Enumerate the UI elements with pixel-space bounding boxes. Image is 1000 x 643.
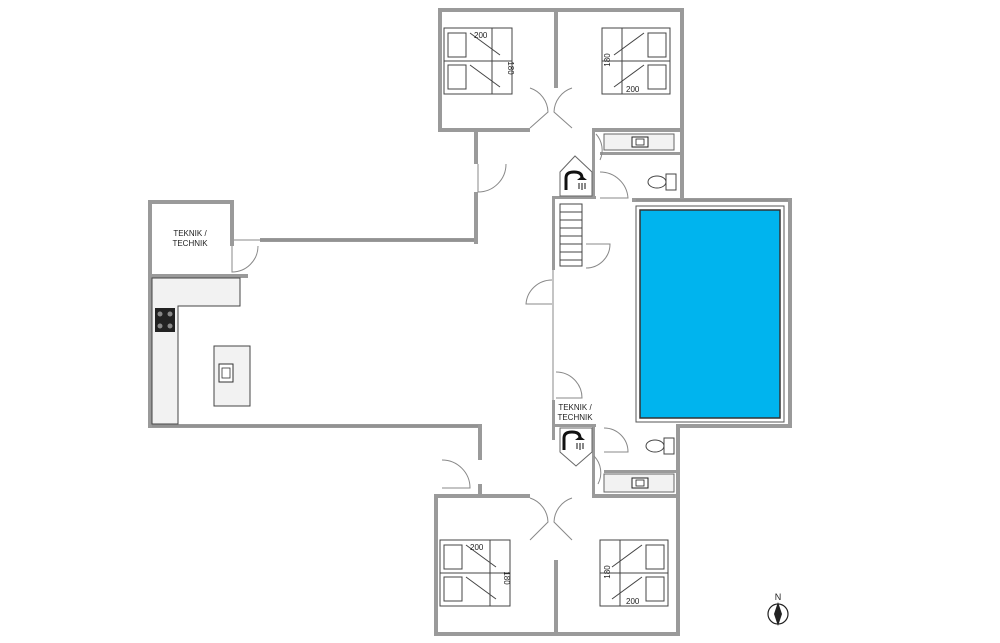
sink-icon: [603, 473, 675, 493]
windows: [152, 199, 788, 427]
bed-length-label: 200: [626, 597, 640, 606]
bathroom-top: [559, 133, 677, 197]
bed-width-label: 180: [506, 61, 515, 75]
kitchen: [151, 277, 251, 425]
stove-icon: [155, 308, 175, 332]
bed-length-label: 200: [470, 543, 484, 552]
bed-icon: 200 180: [443, 27, 515, 95]
bathroom-bottom: [559, 427, 675, 493]
bed-length-label: 200: [474, 31, 488, 40]
bed-icon: 200 180: [599, 539, 669, 607]
shower-icon: [564, 170, 587, 190]
bed-width-label: 180: [603, 53, 612, 67]
sink-icon: [218, 363, 234, 383]
toilet-icon: [645, 437, 675, 455]
pool-water: [639, 209, 781, 419]
technik-label-line1: TEKNIK /: [558, 403, 592, 412]
technik-label-line1: TEKNIK /: [173, 229, 207, 238]
pool: [635, 205, 785, 423]
compass-icon: N: [767, 592, 789, 626]
stairs: [559, 203, 583, 267]
shower-icon: [562, 430, 585, 450]
bed-icon: 200 180: [601, 27, 671, 95]
bed-width-label: 180: [502, 571, 511, 585]
doors: [231, 87, 629, 541]
bed-width-label: 180: [603, 565, 612, 579]
sink-icon: [603, 133, 675, 151]
toilet-icon: [647, 173, 677, 191]
compass-label: N: [775, 592, 782, 602]
technik-label-line2: TECHNIK: [557, 413, 593, 422]
technik-label-line2: TECHNIK: [172, 239, 208, 248]
bed-icon: 200 180: [439, 539, 511, 607]
bed-length-label: 200: [626, 85, 640, 94]
